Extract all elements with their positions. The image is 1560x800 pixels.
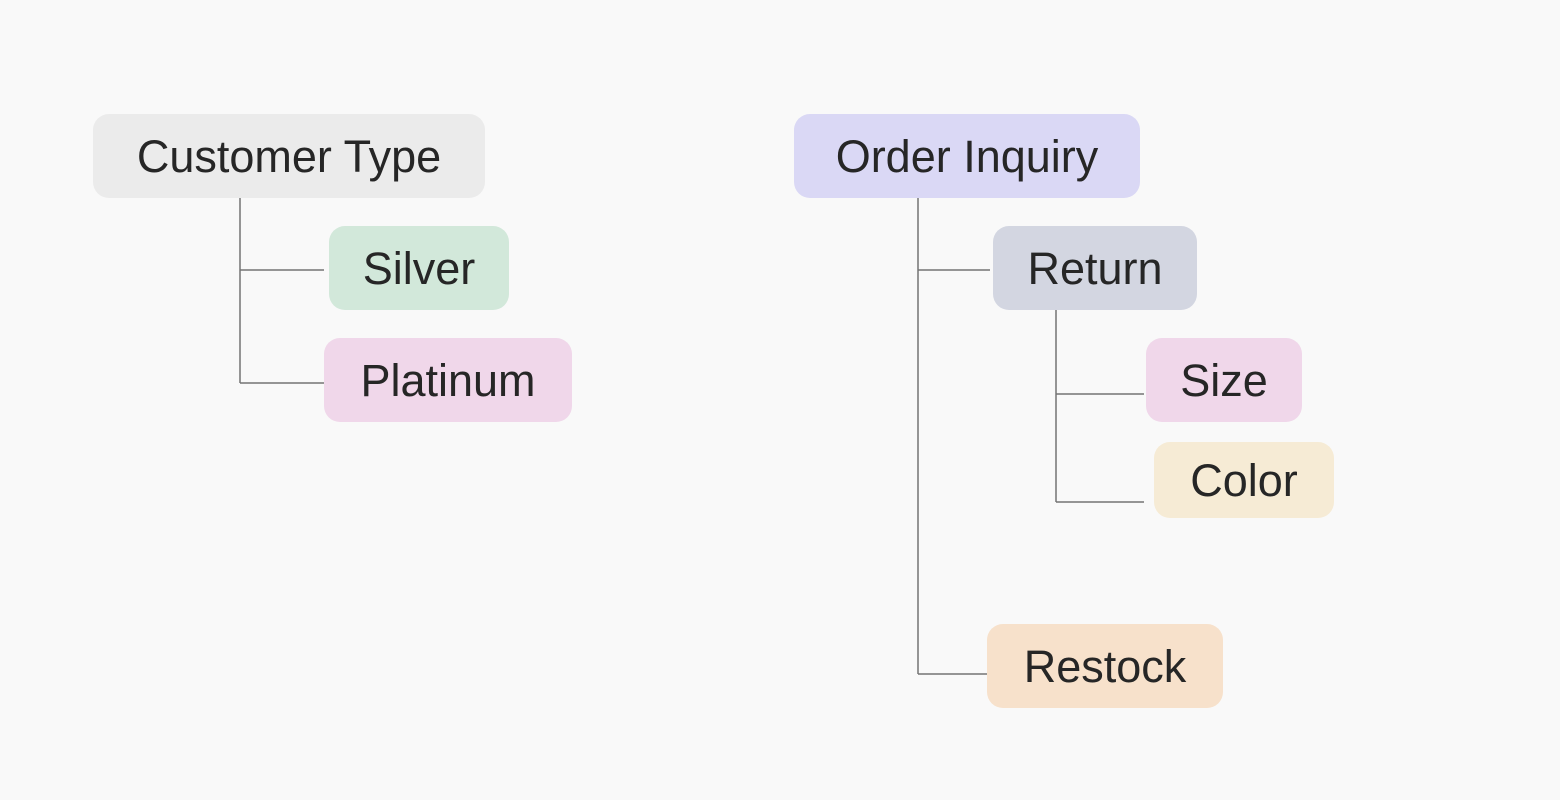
node-platinum[interactable]: Platinum xyxy=(324,338,572,422)
node-return[interactable]: Return xyxy=(993,226,1197,310)
node-size[interactable]: Size xyxy=(1146,338,1302,422)
node-customer-type[interactable]: Customer Type xyxy=(93,114,485,198)
node-silver[interactable]: Silver xyxy=(329,226,509,310)
node-restock[interactable]: Restock xyxy=(987,624,1223,708)
node-color[interactable]: Color xyxy=(1154,442,1334,518)
node-order-inquiry[interactable]: Order Inquiry xyxy=(794,114,1140,198)
